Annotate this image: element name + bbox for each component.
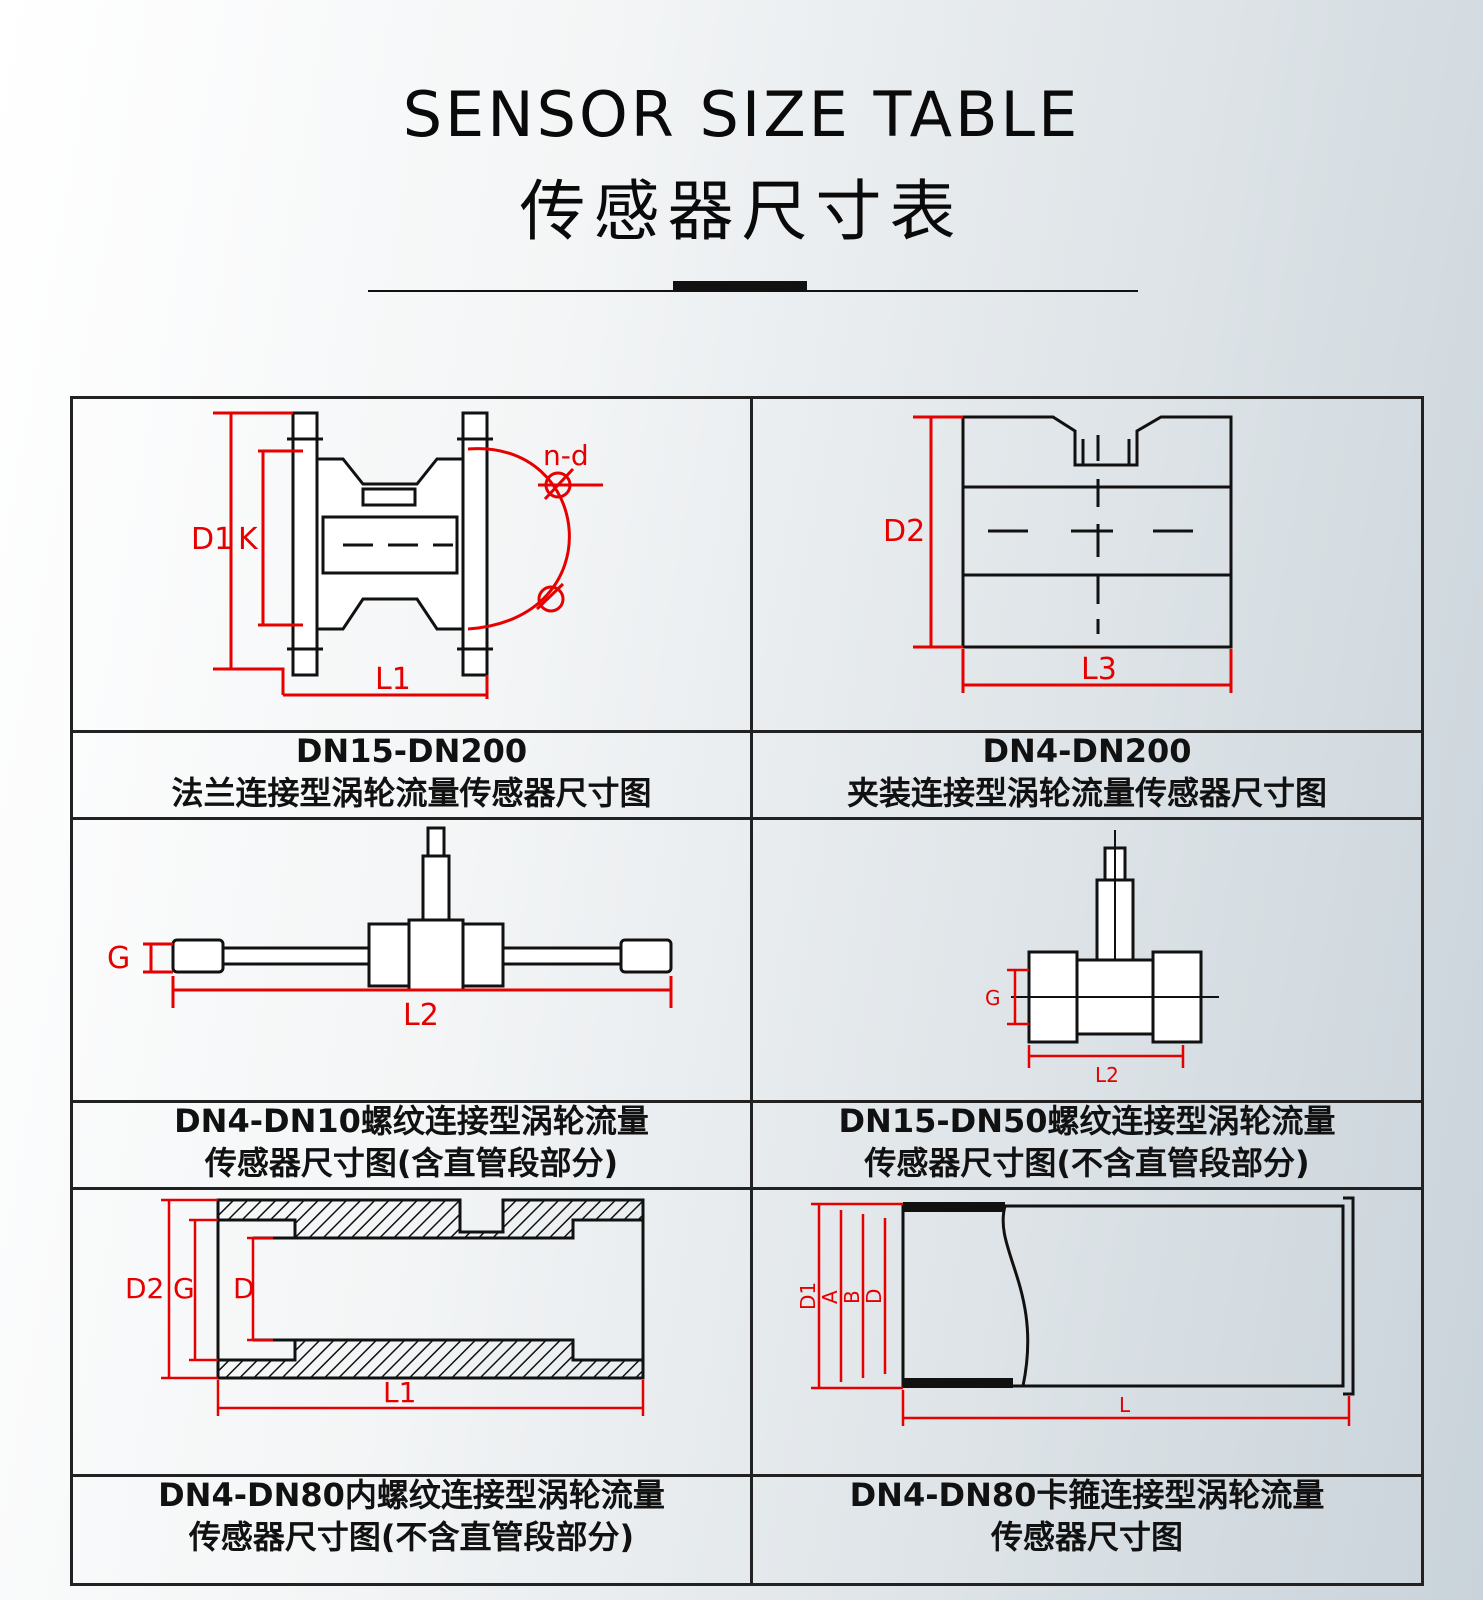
size-table: D1 K n-d L1 DN15-DN200 法兰连接型涡轮流量传感器尺寸图 xyxy=(70,396,1424,1586)
label-g: G xyxy=(985,986,1001,1010)
clamp-sensor-drawing: D1 A B D L xyxy=(753,1190,1421,1474)
caption-wafer: DN4-DN200 夹装连接型涡轮流量传感器尺寸图 xyxy=(846,732,1327,812)
label-l3: L3 xyxy=(1081,652,1117,687)
label-b: B xyxy=(840,1290,864,1304)
table-divider xyxy=(73,1100,1421,1103)
table-divider xyxy=(73,730,1421,733)
label-l1: L1 xyxy=(383,1376,416,1409)
title-divider-accent xyxy=(673,281,807,291)
table-divider-vertical xyxy=(750,399,753,1583)
label-k: K xyxy=(238,522,259,557)
page-title-en: SENSOR SIZE TABLE xyxy=(402,78,1081,151)
wafer-sensor-drawing: D2 L3 xyxy=(753,399,1421,730)
table-divider xyxy=(73,817,1421,820)
table-divider xyxy=(73,1474,1421,1477)
label-g: G xyxy=(173,1272,195,1305)
caption-threaded-pipe: DN4-DN10螺纹连接型涡轮流量 传感器尺寸图(含直管段部分) xyxy=(174,1102,649,1182)
label-a: A xyxy=(818,1290,842,1304)
label-l2: L2 xyxy=(1095,1063,1119,1087)
threaded-sensor-drawing: G L2 xyxy=(753,820,1421,1100)
label-d: D xyxy=(233,1272,255,1305)
threaded-pipe-sensor-drawing: G L2 xyxy=(73,820,750,1100)
title-divider xyxy=(368,290,1138,292)
label-d1: D1 xyxy=(796,1282,820,1310)
label-l1: L1 xyxy=(375,662,411,697)
label-g: G xyxy=(107,941,130,976)
label-d: D xyxy=(862,1289,886,1304)
label-d2: D2 xyxy=(125,1272,164,1305)
label-l: L xyxy=(1119,1393,1131,1417)
caption-threaded: DN15-DN50螺纹连接型涡轮流量 传感器尺寸图(不含直管段部分) xyxy=(838,1102,1336,1182)
label-n-d: n-d xyxy=(543,439,589,472)
caption-flange: DN15-DN200 法兰连接型涡轮流量传感器尺寸图 xyxy=(171,732,652,812)
label-l2: L2 xyxy=(403,998,439,1033)
table-divider xyxy=(73,1187,1421,1190)
flange-sensor-drawing: D1 K n-d L1 xyxy=(73,399,750,730)
label-d2: D2 xyxy=(883,514,925,549)
internal-thread-sensor-drawing: D2 G D L1 xyxy=(73,1190,750,1474)
label-d1: D1 xyxy=(191,522,233,557)
caption-clamp: DN4-DN80卡箍连接型涡轮流量 传感器尺寸图 xyxy=(849,1476,1325,1556)
page-title-cn: 传感器尺寸表 xyxy=(519,173,964,250)
caption-internal-thread: DN4-DN80内螺纹连接型涡轮流量 传感器尺寸图(不含直管段部分) xyxy=(158,1476,665,1556)
